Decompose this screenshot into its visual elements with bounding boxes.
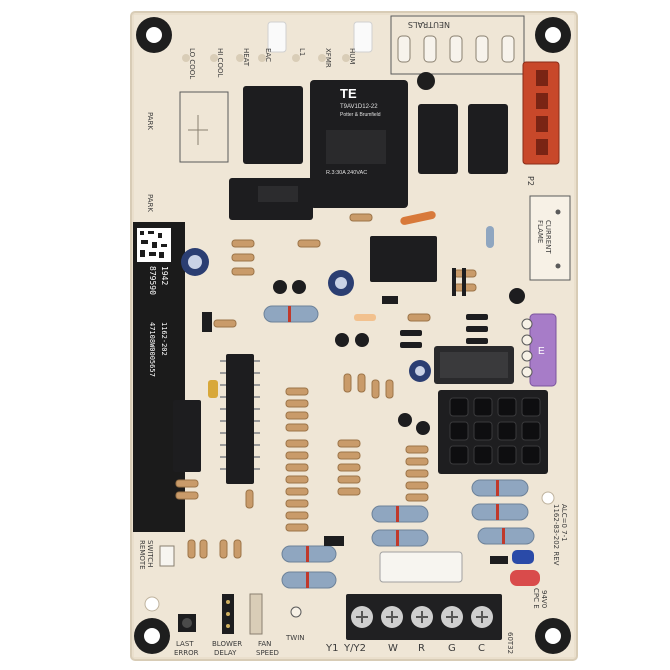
terminal-label-hi-cool: HI COOL: [216, 48, 224, 77]
misc-components: [202, 296, 508, 564]
left-relays: [179, 86, 313, 220]
board-code-1: 879590: [148, 266, 157, 295]
resistors: [175, 211, 535, 589]
neutrals-label: NEUTRALS: [408, 20, 450, 29]
terminal-label-heat: HEAT: [242, 48, 250, 67]
bottom-right-parts: CPC E 94V0: [510, 550, 548, 609]
park-label-top: PARK: [146, 112, 154, 130]
blower-delay-label-2: DELAY: [214, 649, 237, 657]
terminal-label-hum: HUM: [348, 48, 356, 64]
white-header-connector: [379, 551, 463, 583]
small-hole-left: [144, 596, 160, 612]
terminal-label-l1: L1: [298, 48, 306, 56]
board-code-2: 1942: [160, 266, 169, 285]
flame-label-1: FLAME: [536, 220, 544, 243]
barcode-label: 879590 1942 47108W0005657 1162-202: [133, 222, 185, 532]
fan-speed-label-1: FAN: [258, 640, 271, 648]
top-spade-terminals: [182, 21, 373, 62]
cpc-label: CPC E: [532, 588, 540, 609]
terminal-label-lo-cool: LO COOL: [188, 48, 196, 79]
relay-part: T9AV1D12-22: [340, 104, 378, 110]
bottom-code: 60T32: [506, 632, 514, 654]
fuse: E: [521, 313, 557, 387]
terminal-label-xfmr: XFMR: [324, 48, 332, 68]
terminal-y1: Y1: [325, 643, 338, 654]
remote-label-2: SWITCH: [146, 540, 154, 567]
rating-label: 94V0: [540, 590, 548, 608]
terminal-y-y2: Y/Y2: [343, 643, 366, 654]
fuse-letter: E: [538, 346, 545, 357]
small-relays: [370, 104, 514, 384]
relay-brand: TE: [340, 86, 357, 101]
small-hole-right: [541, 491, 555, 505]
capacitors: [181, 248, 525, 435]
right-code-2: ALC=0 7-1: [560, 504, 568, 542]
terminal-label-eac: EAC: [264, 48, 272, 62]
neutrals-block: NEUTRALS: [390, 15, 525, 90]
relay-spec: R.3:30A 240VAC: [326, 170, 367, 176]
terminal-c: C: [478, 643, 485, 654]
integrated-circuits: [173, 354, 260, 484]
twin-label: TWIN: [285, 634, 305, 642]
terminal-g: G: [448, 643, 456, 654]
bottom-left-controls: REMOTE SWITCH LAST ERROR BLOWER DELAY FA…: [138, 540, 305, 657]
p2-connector: P2: [522, 61, 560, 186]
top-terminal-labels: LO COOL HI COOL HEAT EAC L1 XFMR HUM: [188, 48, 356, 79]
thermostat-terminal-block: [346, 594, 502, 640]
relay-line: Potter & Brumfield: [340, 112, 381, 118]
serial-1: 47108W0005657: [148, 322, 156, 377]
molex-connector: [438, 390, 548, 474]
right-code-1: 1162-83-202 REV: [552, 504, 560, 566]
terminal-w: W: [388, 643, 398, 654]
board-body: [130, 11, 578, 661]
thermostat-terminal-labels: Y1 Y/Y2 W R G C 60T32: [325, 632, 514, 654]
flame-current-block: FLAME CURRENT: [529, 195, 571, 281]
last-error-label-2: ERROR: [174, 649, 199, 657]
terminal-r: R: [418, 643, 425, 654]
remote-label-1: REMOTE: [138, 540, 146, 570]
last-error-label-1: LAST: [176, 640, 194, 648]
blower-delay-label-1: BLOWER: [212, 640, 242, 648]
flame-label-2: CURRENT: [544, 220, 552, 254]
main-relay: TE T9AV1D12-22 Potter & Brumfield R.3:30…: [310, 80, 408, 208]
serial-2: 1162-202: [160, 322, 168, 356]
fan-speed-label-2: SPEED: [256, 649, 279, 657]
p2-label: P2: [526, 176, 535, 186]
park-label-bottom: PARK: [146, 194, 154, 212]
